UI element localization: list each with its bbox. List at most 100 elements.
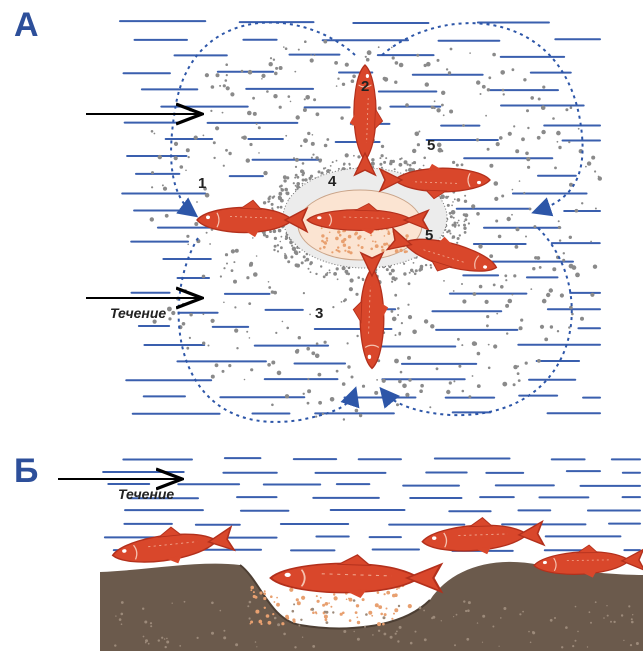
gravel-particle: [196, 201, 198, 203]
gravel-particle: [223, 165, 225, 167]
gravel-particle: [202, 342, 205, 345]
gravel-particle: [537, 136, 541, 140]
gravel-particle: [527, 166, 530, 169]
gravel-particle: [478, 244, 482, 248]
gravel-particle: [302, 162, 305, 165]
bed-speck: [311, 608, 314, 611]
gravel-particle: [544, 338, 548, 342]
gravel-particle: [507, 217, 511, 221]
gravel-particle: [296, 349, 299, 352]
gravel-particle: [503, 93, 505, 95]
egg: [316, 595, 318, 597]
gravel-particle: [223, 302, 225, 304]
gravel-particle: [405, 393, 409, 397]
gravel-particle: [441, 91, 445, 95]
gravel-particle: [180, 165, 184, 169]
gravel-particle: [302, 179, 305, 182]
gravel-particle: [297, 176, 300, 179]
egg: [383, 243, 386, 246]
gravel-particle: [512, 68, 515, 71]
bed-speck: [415, 631, 417, 633]
egg: [276, 603, 280, 607]
gravel-particle: [294, 177, 296, 179]
gravel-particle: [412, 162, 414, 164]
gravel-particle: [451, 210, 456, 215]
gravel-particle: [468, 395, 471, 398]
gravel-particle: [464, 221, 466, 223]
gravel-particle: [225, 253, 228, 256]
gravel-particle: [256, 255, 258, 257]
gravel-particle: [279, 185, 281, 187]
gravel-particle: [355, 293, 358, 296]
gravel-particle: [306, 347, 310, 351]
egg: [344, 250, 346, 252]
gravel-particle: [459, 234, 461, 236]
egg: [382, 623, 385, 626]
gravel-particle: [558, 226, 561, 229]
gravel-particle: [378, 46, 380, 48]
gravel-particle: [494, 197, 498, 201]
gravel-particle: [280, 188, 282, 190]
gravel-particle: [549, 288, 553, 292]
bed-speck: [150, 625, 152, 627]
gravel-particle: [420, 265, 424, 269]
gravel-particle: [429, 406, 431, 408]
gravel-particle: [461, 344, 463, 346]
bed-speck: [121, 613, 124, 616]
gravel-particle: [493, 284, 496, 287]
gravel-particle: [453, 290, 455, 292]
egg: [266, 614, 270, 618]
gravel-particle: [408, 378, 411, 381]
gravel-particle: [182, 322, 186, 326]
bed-speck: [499, 646, 500, 647]
gravel-particle: [533, 225, 536, 228]
gravel-particle: [391, 269, 395, 273]
bed-speck: [572, 645, 574, 647]
gravel-particle: [581, 202, 583, 204]
gravel-particle: [381, 167, 383, 169]
gravel-particle: [400, 371, 403, 374]
gravel-particle: [558, 220, 560, 222]
gravel-particle: [187, 244, 189, 246]
gravel-particle: [290, 256, 293, 259]
gravel-particle: [379, 163, 382, 166]
gravel-particle: [425, 82, 429, 86]
gravel-particle: [225, 79, 228, 82]
gravel-particle: [526, 109, 529, 112]
gravel-particle: [436, 108, 440, 112]
gravel-particle: [382, 379, 386, 383]
gravel-particle: [283, 175, 287, 179]
egg: [386, 608, 388, 610]
gravel-particle: [279, 106, 282, 109]
gravel-particle: [231, 249, 235, 253]
gravel-particle: [226, 86, 230, 90]
gravel-particle: [557, 141, 559, 143]
bed-speck: [503, 607, 506, 610]
gravel-particle: [171, 311, 175, 315]
bed-speck: [312, 645, 315, 648]
gravel-particle: [452, 235, 455, 238]
gravel-particle: [252, 97, 255, 100]
gravel-particle: [275, 67, 278, 70]
gravel-particle: [271, 203, 274, 206]
gravel-particle: [283, 179, 286, 182]
gravel-particle: [289, 241, 293, 245]
gravel-particle: [374, 391, 378, 395]
gravel-particle: [415, 269, 418, 272]
gravel-particle: [474, 342, 478, 346]
bed-speck: [365, 613, 368, 616]
gravel-particle: [345, 399, 347, 401]
bed-speck: [398, 605, 400, 607]
gravel-particle: [330, 397, 335, 402]
egg: [268, 621, 272, 625]
gravel-particle: [437, 143, 442, 148]
gravel-particle: [493, 344, 497, 348]
gravel-particle: [477, 352, 481, 356]
bed-speck: [197, 637, 199, 639]
egg: [372, 240, 374, 242]
gravel-particle: [556, 131, 561, 136]
bed-speck: [256, 646, 257, 647]
bed-speck: [249, 601, 252, 604]
gravel-particle: [580, 317, 584, 321]
gravel-particle: [398, 333, 401, 336]
